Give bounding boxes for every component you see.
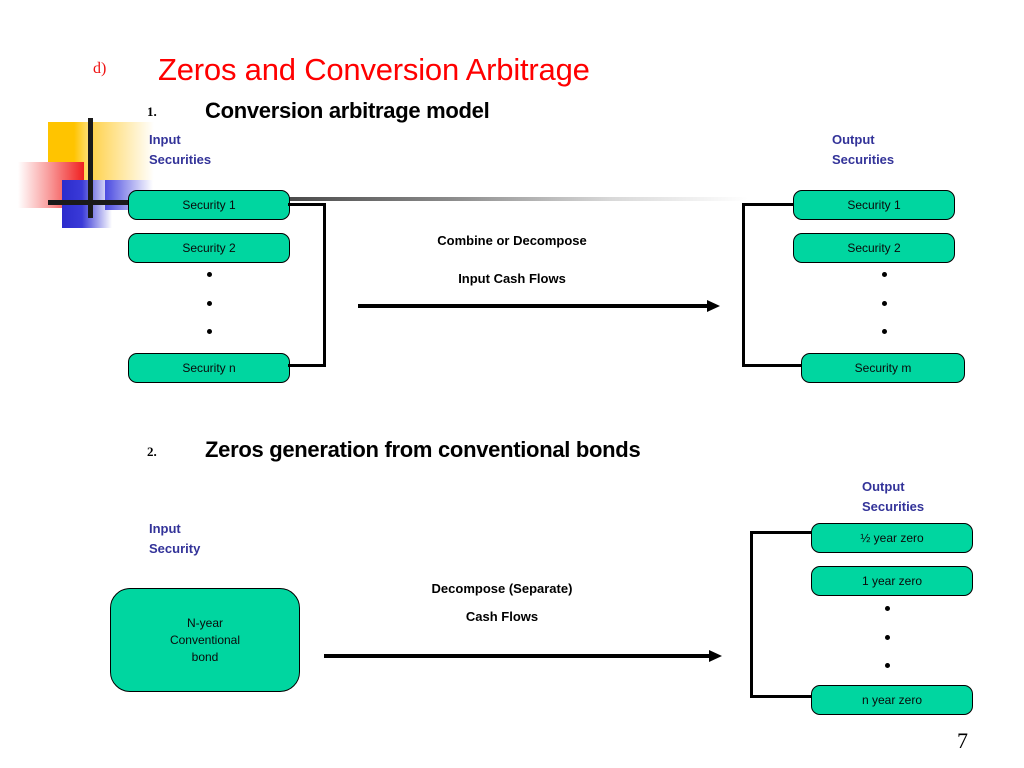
section2-caption-line2: Cash Flows	[465, 609, 539, 624]
section1-right-connector-bottom	[742, 364, 807, 367]
section1-input-label-line1: Input	[149, 132, 181, 147]
decoration-horizontal-rule	[48, 200, 136, 205]
arrow-head	[709, 650, 722, 662]
arrow-shaft	[324, 654, 710, 658]
input-box-conventional-bond[interactable]: N-year Conventional bond	[110, 588, 300, 692]
input-box-security-2[interactable]: Security 2	[128, 233, 290, 263]
ellipsis-dot	[206, 272, 212, 277]
section2-heading: Zeros generation from conventional bonds	[205, 437, 641, 462]
arrow-head	[707, 300, 720, 312]
ellipsis-dot	[881, 300, 887, 306]
ellipsis-dot	[206, 300, 212, 306]
section2-right-connector-vertical	[750, 531, 753, 698]
section2-input-label: Input Security	[149, 519, 200, 559]
ellipsis-dot	[881, 329, 887, 334]
section1-heading: Conversion arbitrage model	[205, 98, 490, 123]
section2-right-connector-bottom	[750, 695, 816, 698]
section1-left-connector-top	[288, 203, 326, 206]
output-box-n-year-zero[interactable]: n year zero	[811, 685, 973, 715]
section2-input-label-line2: Security	[149, 541, 201, 556]
output-box-half-year-zero[interactable]: ½ year zero	[811, 523, 973, 553]
section1-number: 1.	[147, 104, 157, 119]
section1-left-connector-vertical	[323, 203, 326, 367]
output-box-security-1[interactable]: Security 1	[793, 190, 955, 220]
section2-caption-line1: Decompose (Separate)	[431, 581, 573, 596]
page-number: 7	[957, 728, 968, 753]
section1-caption-line2: Input Cash Flows	[458, 271, 566, 286]
section1-caption-line1: Combine or Decompose	[437, 233, 587, 248]
bond-box-line3: bond	[191, 649, 219, 664]
page-title: Zeros and Conversion Arbitrage	[158, 52, 590, 87]
section1-right-connector-top	[742, 203, 797, 206]
section1-input-ellipsis	[206, 272, 212, 334]
section1-right-connector-vertical	[742, 203, 745, 367]
bond-box-line2: Conventional	[169, 632, 241, 647]
ellipsis-dot	[884, 634, 890, 640]
output-box-one-year-zero[interactable]: 1 year zero	[811, 566, 973, 596]
section1-gray-divider	[288, 197, 748, 201]
ellipsis-dot	[884, 606, 890, 611]
slide-marker: d)	[93, 60, 107, 77]
section2-output-ellipsis	[884, 606, 890, 668]
section1-output-label: Output Securities	[832, 130, 894, 170]
arrow-shaft	[358, 304, 708, 308]
section2-output-label: Output Securities	[862, 477, 924, 517]
section2-flow-arrow	[324, 650, 722, 662]
section1-left-connector-bottom	[288, 364, 326, 367]
section2-right-connector-top	[750, 531, 816, 534]
section1-input-label-line2: Securities	[149, 152, 212, 167]
section2-output-label-line1: Output	[862, 479, 905, 494]
input-box-security-1[interactable]: Security 1	[128, 190, 290, 220]
section1-output-label-line2: Securities	[832, 152, 895, 167]
input-box-security-n[interactable]: Security n	[128, 353, 290, 383]
output-box-security-2[interactable]: Security 2	[793, 233, 955, 263]
section2-input-label-line1: Input	[149, 521, 181, 536]
section2-output-label-line2: Securities	[862, 499, 925, 514]
ellipsis-dot	[881, 272, 887, 277]
ellipsis-dot	[884, 663, 890, 668]
section1-output-label-line1: Output	[832, 132, 875, 147]
section1-output-ellipsis	[881, 272, 887, 334]
output-box-security-m[interactable]: Security m	[801, 353, 965, 383]
section1-input-label: Input Securities	[149, 130, 211, 170]
decoration-vertical-rule	[88, 118, 93, 218]
decoration-yellow-fade	[92, 122, 154, 182]
bond-box-line1: N-year	[186, 615, 223, 630]
ellipsis-dot	[206, 329, 212, 334]
section1-flow-arrow	[358, 300, 720, 312]
section2-number: 2.	[147, 444, 157, 459]
